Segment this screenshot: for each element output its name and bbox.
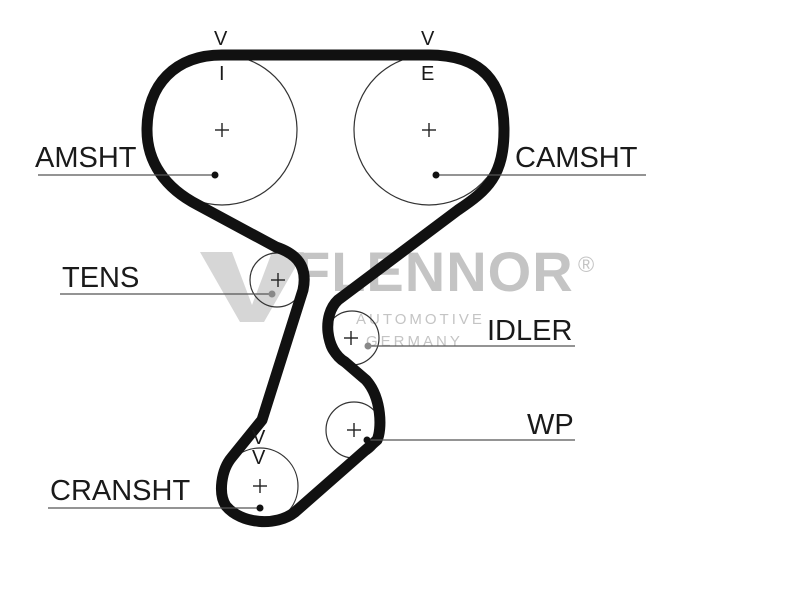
exhaust-cam-dot — [432, 171, 440, 179]
watermark: FLENNOR ® AUTOMOTIVE GERMANY — [200, 240, 594, 350]
crankshaft-center-cross — [253, 479, 267, 493]
crankshaft-dot — [256, 504, 264, 512]
intake-cam-dot — [211, 171, 219, 179]
timing-belt — [141, 49, 510, 528]
exhaust-camshaft-label: CAMSHT — [515, 142, 638, 174]
intake-timing-mark: V — [214, 28, 228, 50]
exhaust-cam-mark: E — [421, 63, 434, 85]
water-pump-label: WP — [527, 409, 574, 441]
exhaust-cam-center-cross — [422, 123, 436, 137]
watermark-subline-1: AUTOMOTIVE — [356, 311, 485, 328]
exhaust-timing-mark: V — [421, 28, 435, 50]
intake-camshaft-label: AMSHT — [35, 142, 137, 174]
crankshaft-timing-mark-lower: V — [252, 447, 266, 469]
tensioner-dot — [268, 290, 276, 298]
tensioner-label: TENS — [62, 262, 139, 294]
idler-dot — [364, 342, 372, 350]
intake-cam-mark: I — [219, 63, 225, 85]
watermark-logo — [200, 252, 304, 322]
crankshaft-timing-mark: V — [252, 427, 266, 449]
water-pump-center-cross — [347, 423, 361, 437]
idler-center-cross — [344, 331, 358, 345]
crankshaft-label: CRANSHT — [50, 475, 190, 507]
intake-cam-center-cross — [215, 123, 229, 137]
water-pump-dot — [363, 436, 371, 444]
watermark-registered: ® — [578, 252, 594, 277]
tensioner-center-cross — [271, 273, 285, 287]
idler-label: IDLER — [487, 315, 572, 347]
watermark-subline-2: GERMANY — [366, 333, 463, 350]
